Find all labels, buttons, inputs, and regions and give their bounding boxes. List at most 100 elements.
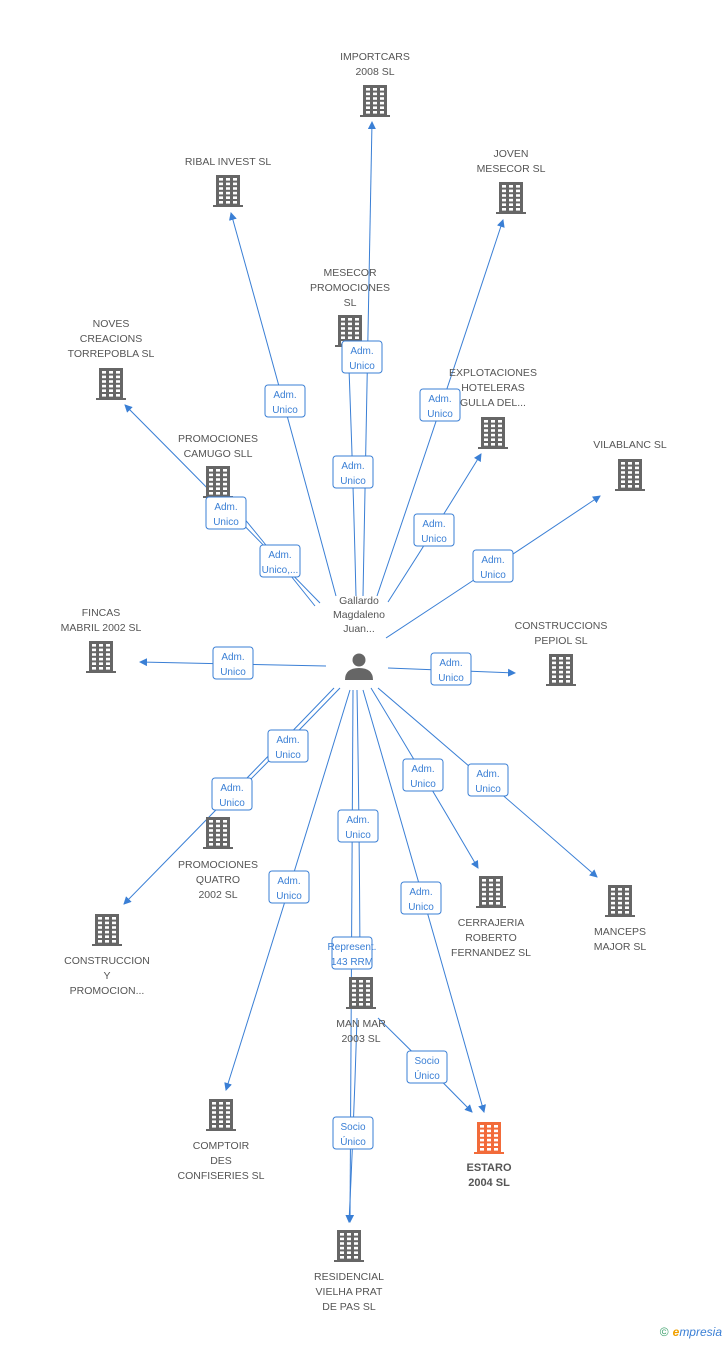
company-name-line: SL <box>344 297 357 309</box>
person-name-line: Gallardo <box>339 595 379 607</box>
edge-label-line: Unico,... <box>262 565 299 576</box>
company-name-line: CAMUGO SLL <box>184 448 253 460</box>
edge-label-manceps[interactable]: Adm. Unico <box>467 763 509 797</box>
edge-label-cerrajeria[interactable]: Adm.Unico <box>402 758 444 792</box>
edge-label-ribal[interactable]: Adm.Unico <box>264 384 306 418</box>
edge-label-line: Unico <box>475 784 501 795</box>
brand-logo-text: mpresia <box>679 1325 722 1339</box>
edge-label-line: 143 RRM <box>331 957 373 968</box>
person-node[interactable]: GallardoMagdalenoJuan... <box>333 595 385 680</box>
company-node-construccion[interactable]: CONSTRUCCIONYPROMOCION... <box>64 914 150 997</box>
building-icon <box>478 417 508 449</box>
company-name-line: COMPTOIR <box>193 1140 250 1152</box>
company-name-line: HOTELERAS <box>461 382 525 394</box>
edge-label-line: Unico <box>408 902 434 913</box>
company-name-line: ROBERTO <box>465 932 517 944</box>
edge-label-estaro[interactable]: Adm.Unico <box>400 881 442 915</box>
company-name-line: MANCEPS <box>594 926 646 938</box>
company-name-line: DE PAS SL <box>322 1301 376 1313</box>
edge-label-line: Socio <box>414 1056 439 1067</box>
edge-label-line: Socio <box>340 1122 365 1133</box>
company-node-vilablanc[interactable]: VILABLANC SL <box>593 439 667 491</box>
company-name-line: GULLA DEL... <box>460 397 526 409</box>
edge-label-box <box>341 340 383 374</box>
edge-label-residencial[interactable]: Represent.143 RRM <box>328 936 377 970</box>
empresia-brand[interactable]: ©empresia <box>660 1325 722 1339</box>
edge-label-joven[interactable]: Adm.Unico <box>419 388 461 422</box>
company-node-mesecor[interactable]: MESECOR PROMOCIONES SL <box>310 267 390 347</box>
edge-label-line: Unico <box>438 673 464 684</box>
edge-label-box <box>467 763 509 797</box>
copyright-mark: © <box>659 1325 669 1339</box>
company-name-line: 2002 SL <box>198 889 237 901</box>
edge-label-box <box>419 388 461 422</box>
edge-label-line: Adm. <box>276 735 299 746</box>
edge-label-camugo[interactable]: Adm.Unico <box>205 496 247 530</box>
edge-label-line: Unico <box>213 517 239 528</box>
company-name-line: MESECOR <box>323 267 377 279</box>
company-name-line: MAN MAR <box>336 1018 386 1030</box>
company-name-line: PROMOCIONES <box>310 282 390 294</box>
company-node-explot[interactable]: EXPLOTACIONES HOTELERAS GULLA DEL... <box>449 367 537 449</box>
edge-label-line: Adm. <box>220 783 243 794</box>
building-icon <box>203 817 233 849</box>
company-name-line: MABRIL 2002 SL <box>61 622 142 634</box>
edge-label-noves[interactable]: Adm.Unico,... <box>259 544 301 578</box>
edge-label-line: Adm. <box>481 555 504 566</box>
person-name-line: Magdaleno <box>333 609 385 621</box>
edge-label-line: Adm. <box>428 394 451 405</box>
edge-label-mesecor[interactable]: Adm.Unico <box>332 455 374 489</box>
edge-label-box <box>267 729 309 763</box>
edge-label-box <box>331 936 373 970</box>
edge-label-fincas[interactable]: Adm.Unico <box>212 646 254 680</box>
edge-label-line: Adm. <box>422 519 445 530</box>
edge-label-box <box>211 777 253 811</box>
edge-label-line: Unico <box>410 779 436 790</box>
company-name-line: JOVEN <box>493 148 528 160</box>
edge-label-manmar[interactable]: Adm.Unico <box>337 809 379 843</box>
building-icon <box>546 654 576 686</box>
company-node-camugo[interactable]: PROMOCIONES CAMUGO SLL <box>178 433 258 498</box>
edge-label-comptoir[interactable]: Adm.Unico <box>268 870 310 904</box>
company-name-line: CONSTRUCCION <box>64 955 150 967</box>
edge-label-box <box>413 513 455 547</box>
edge-label-line: Adm. <box>273 390 296 401</box>
company-name-line: VIELHA PRAT <box>316 1286 383 1298</box>
edge-label-importcars[interactable]: Adm.Unico <box>341 340 383 374</box>
edge-label-line: Único <box>340 1135 366 1148</box>
edge-label-box <box>406 1050 448 1084</box>
company-name-line: PROMOCIONES <box>178 433 258 445</box>
company-name-line: CERRAJERIA <box>458 917 525 929</box>
edge-label-vilablanc[interactable]: Adm.Unico <box>472 549 514 583</box>
edge-label-construccion[interactable]: Adm.Unico <box>211 777 253 811</box>
edge-label-explot[interactable]: Adm.Unico <box>413 513 455 547</box>
edge-label-line: Adm. <box>476 769 499 780</box>
edge-label-line: Adm. <box>439 658 462 669</box>
company-name-line: EXPLOTACIONES <box>449 367 537 379</box>
company-node-ribal[interactable]: RIBAL INVEST SL <box>185 156 272 207</box>
edge-label-line: Único <box>414 1069 440 1082</box>
edge-label-box <box>259 544 301 578</box>
company-name-line: NOVES <box>93 318 130 330</box>
edge-label-box <box>402 758 444 792</box>
edge-label-pepiol[interactable]: Adm. Unico <box>430 652 472 686</box>
edge-labels-layer: Adm.UnicoAdm.UnicoAdm.UnicoAdm.UnicoAdm.… <box>205 340 514 1150</box>
edge-label-quatro[interactable]: Adm.Unico <box>267 729 309 763</box>
building-icon <box>474 1122 504 1154</box>
